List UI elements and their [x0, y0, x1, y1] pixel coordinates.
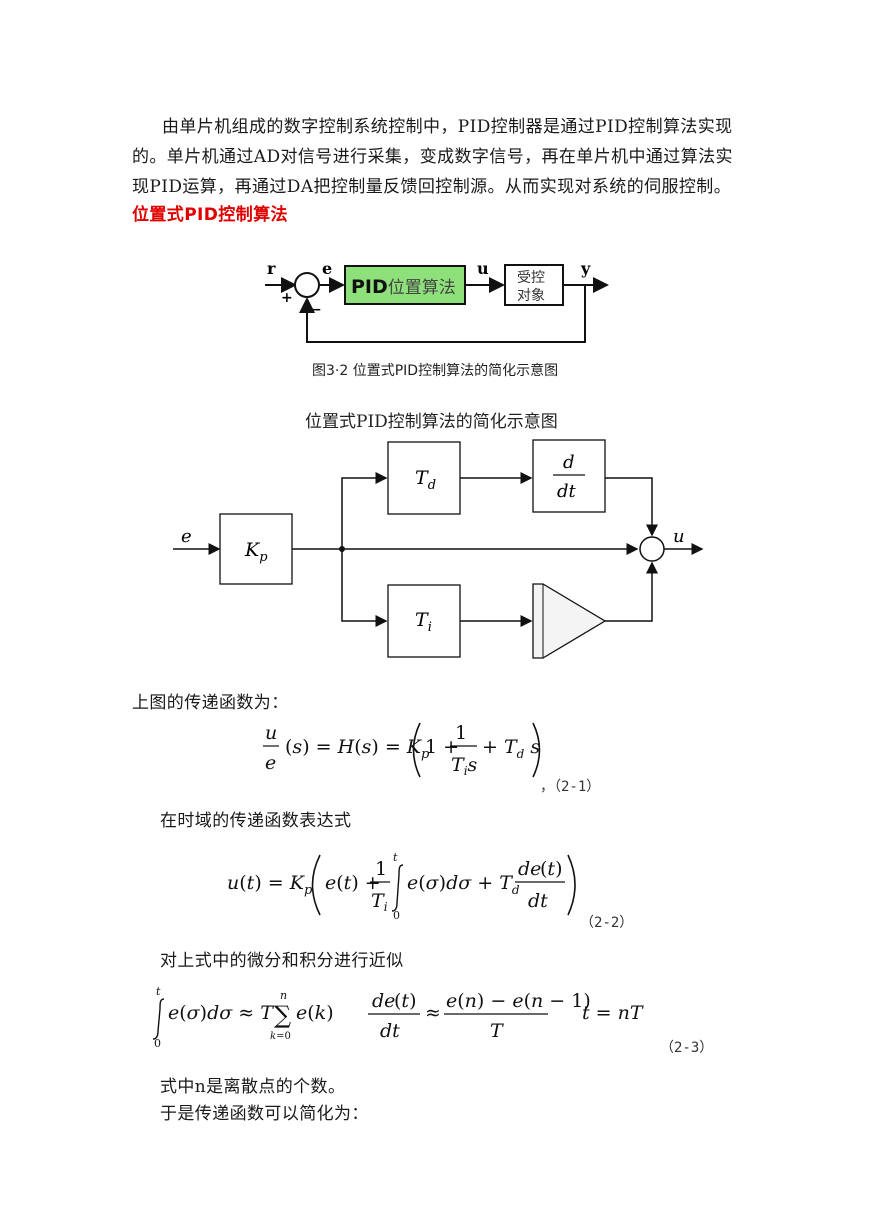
- plant-label-2: 对象: [517, 288, 545, 304]
- equation-2-2: u(t) = Kp e(t) + 1 Ti t 0 e(σ)dσ + Td de…: [227, 851, 576, 920]
- pid-loop-diagram: r + − e PID位置算法 u 受控 对象 y: [265, 259, 609, 343]
- intro-line-2: 的。单片机通过AD对信号进行采集，变成数字信号，再在单片机中通过算法实: [132, 147, 733, 167]
- svg-text:1: 1: [375, 858, 387, 880]
- td-label: Td: [415, 467, 436, 493]
- svg-text:(s) = H(s) = Kp: (s) = H(s) = Kp: [285, 736, 430, 762]
- signal-r: r: [267, 259, 276, 278]
- plus-sign: +: [281, 290, 293, 306]
- derivative-denominator: dt: [557, 481, 577, 502]
- svg-text:e(n) − e(n − 1): e(n) − e(n − 1): [446, 990, 591, 1012]
- svg-text:1 +: 1 +: [425, 736, 459, 758]
- kp-subscript: p: [259, 550, 268, 565]
- td-main: T: [415, 467, 429, 489]
- svg-text:t = nT: t = nT: [582, 1002, 644, 1024]
- text-time-domain: 在时域的传递函数表达式: [160, 811, 352, 831]
- ti-subscript: i: [428, 620, 432, 635]
- input-e: e: [181, 526, 192, 547]
- integrator-triangle: [532, 583, 607, 659]
- equation-2-3: t 0 e(σ)dσ ≈ T n ∑ k=0 e(k) de(t) dt ≈ e…: [152, 985, 644, 1047]
- section-heading: 位置式PID控制算法: [132, 205, 288, 225]
- equation-2-1: u e (s) = H(s) = Kp 1 + 1 Tis + Td s: [263, 722, 540, 778]
- pid-parallel-diagram: e Kp Td d dt u Ti: [173, 439, 704, 659]
- ti-label: Ti: [415, 609, 432, 635]
- svg-text:Ti: Ti: [371, 890, 388, 914]
- text-transfer-function: 上图的传递函数为：: [132, 693, 289, 713]
- svg-text:∑: ∑: [274, 1001, 291, 1029]
- svg-text:0: 0: [393, 909, 400, 920]
- feedback-path: [299, 285, 586, 343]
- text-simplify: 于是传递函数可以简化为：: [160, 1104, 369, 1124]
- controller-label-pid: PID: [351, 276, 388, 298]
- equation-2-1-number: ，（2-1）: [540, 779, 601, 795]
- svg-text:e(k): e(k): [296, 1002, 334, 1024]
- diagram-caption: 位置式PID控制算法的简化示意图: [305, 412, 558, 432]
- svg-text:(t): (t): [394, 990, 416, 1012]
- svg-text:t: t: [156, 985, 161, 998]
- signal-y: y: [580, 259, 591, 278]
- svg-text:T: T: [490, 1020, 504, 1042]
- svg-text:e(σ)dσ + Td: e(σ)dσ + Td: [407, 872, 520, 897]
- summing-junction: [294, 272, 320, 298]
- kp-label: Kp: [244, 539, 268, 565]
- minus-sign: −: [310, 302, 322, 318]
- svg-text:n: n: [280, 989, 287, 1002]
- svg-text:k=0: k=0: [270, 1031, 291, 1042]
- svg-text:(t): (t): [540, 858, 562, 880]
- figure-caption: 图3·2 位置式PID控制算法的简化示意图: [312, 363, 559, 379]
- svg-text:dt: dt: [528, 890, 548, 912]
- svg-text:de: de: [372, 990, 395, 1012]
- svg-text:de: de: [518, 858, 541, 880]
- svg-text:0: 0: [154, 1037, 161, 1047]
- plant-label-1: 受控: [517, 270, 545, 286]
- equation-2-3-number: （2-3）: [660, 1040, 714, 1056]
- td-block: [387, 441, 461, 515]
- ti-block: [387, 584, 461, 658]
- signal-e: e: [322, 259, 332, 278]
- intro-line-3: 现PID运算，再通过DA把控制量反馈回控制源。从而实现对系统的伺服控制。: [132, 177, 732, 197]
- svg-text:+ Td s: + Td s: [482, 736, 540, 761]
- signal-u: u: [477, 259, 489, 278]
- svg-text:e(σ)dσ ≈ T: e(σ)dσ ≈ T: [168, 1002, 274, 1024]
- output-summing-junction: [639, 536, 665, 562]
- derivative-block: [532, 439, 606, 513]
- equation-2-2-number: （2-2）: [580, 915, 634, 931]
- controller-label: PID位置算法: [351, 276, 456, 298]
- svg-text:Tis: Tis: [451, 754, 478, 778]
- svg-text:t: t: [393, 851, 398, 864]
- kp-block: [219, 513, 293, 585]
- svg-text:dt: dt: [380, 1020, 400, 1042]
- derivative-numerator: d: [563, 452, 575, 473]
- svg-text:≈: ≈: [425, 1002, 441, 1024]
- svg-text:e(t) +: e(t) +: [325, 872, 381, 894]
- svg-text:u(t) = Kp: u(t) = Kp: [227, 872, 313, 898]
- ti-main: T: [415, 609, 429, 631]
- kp-main: K: [244, 539, 261, 561]
- text-n-definition: 式中n是离散点的个数。: [160, 1077, 346, 1097]
- svg-text:e: e: [265, 752, 276, 774]
- intro-line-1: 由单片机组成的数字控制系统控制中，PID控制器是通过PID控制算法实现: [162, 117, 733, 137]
- controller-label-rest: 位置算法: [388, 278, 456, 298]
- svg-text:1: 1: [455, 722, 467, 744]
- text-approximation: 对上式中的微分和积分进行近似: [160, 951, 404, 971]
- svg-text:u: u: [265, 722, 277, 744]
- output-u: u: [673, 526, 685, 547]
- td-subscript: d: [428, 478, 436, 493]
